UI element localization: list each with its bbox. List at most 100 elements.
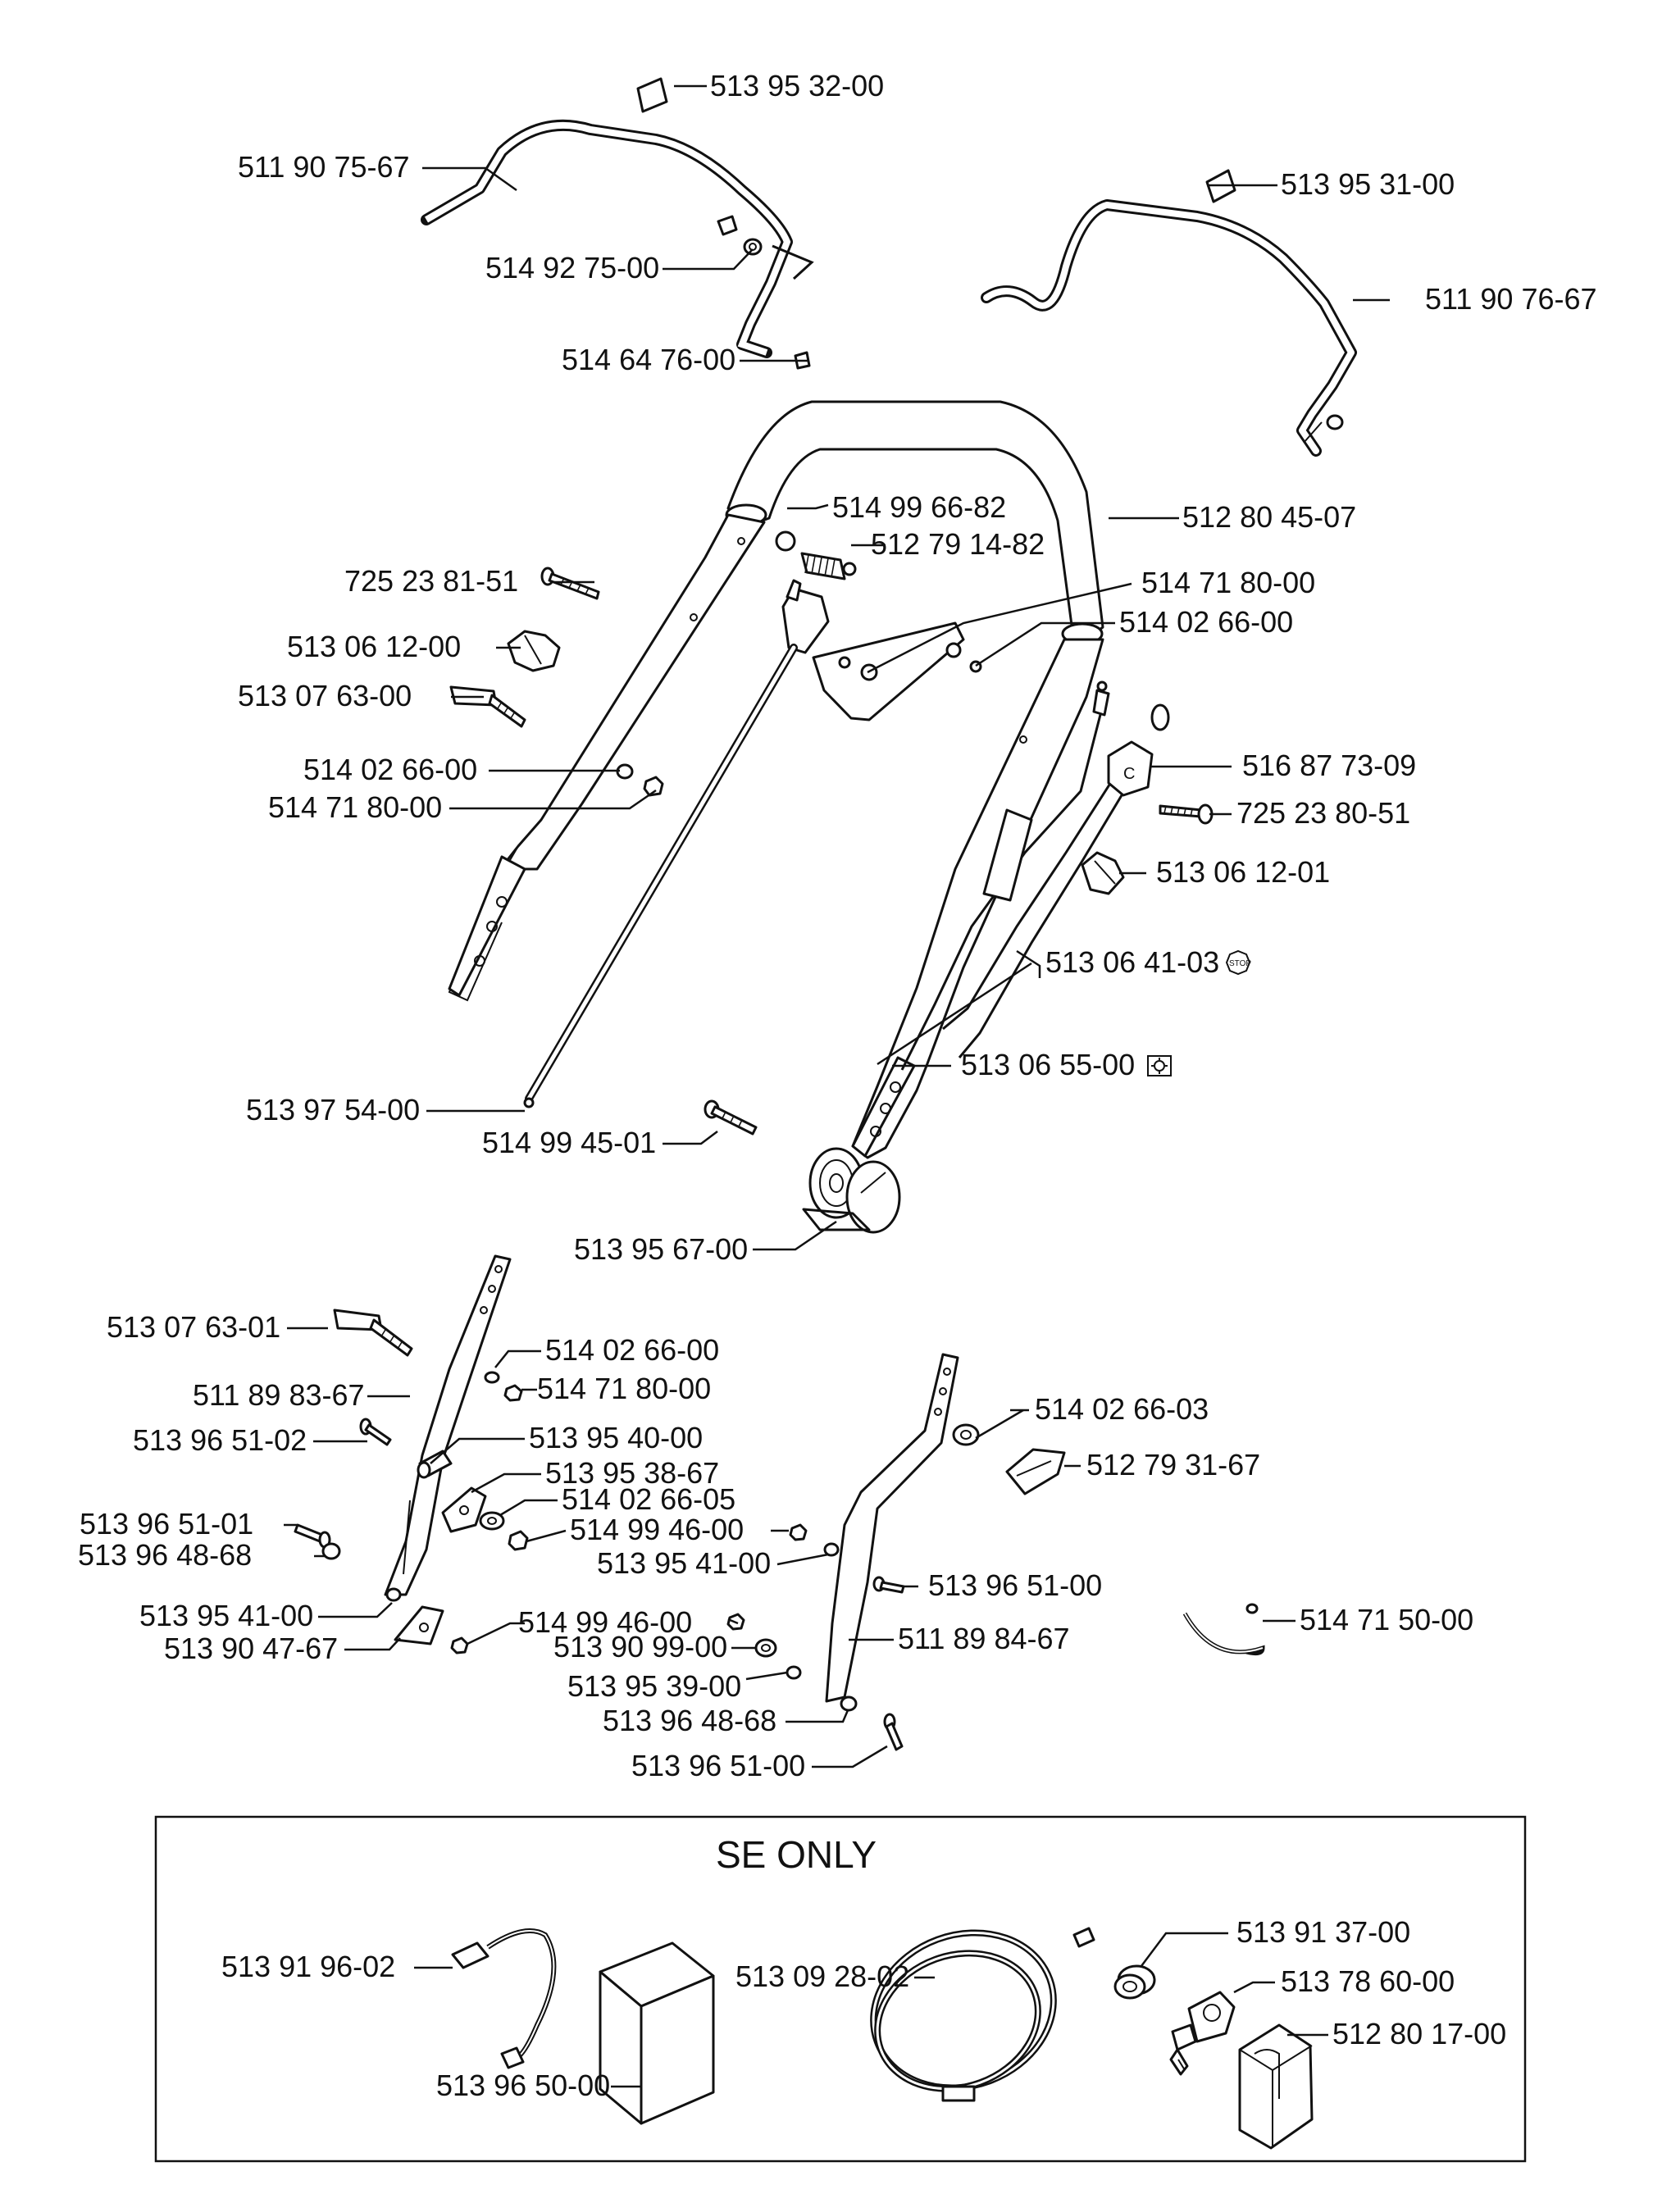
- label-725-23-81-51: 725 23 81-51: [344, 564, 518, 598]
- nut-514-99-46-00-lower: [450, 1636, 469, 1654]
- quick-release-bolt-lower: [333, 1309, 413, 1357]
- washer-514-02-66-05: [479, 1511, 505, 1531]
- spacer-513-95-39-00: [786, 1665, 802, 1680]
- nut-left-upper: [643, 776, 664, 797]
- small-nut-514-71-80-00: [503, 1384, 523, 1402]
- quick-release-bolt: [449, 685, 526, 728]
- washer-514-02-66-03: [952, 1423, 980, 1446]
- screw-725-23-81-51: [540, 567, 600, 600]
- label-514-92-75-00: 514 92 75-00: [485, 251, 659, 284]
- upper-handle-bar-left: [421, 119, 814, 358]
- cover-512-79-31-67: [1005, 1448, 1066, 1495]
- label-513-90-99-00: 513 90 99-00: [553, 1630, 727, 1664]
- label-513-07-63-01: 513 07 63-01: [107, 1310, 280, 1344]
- control-rod: [523, 644, 798, 1108]
- label-514-71-80-00-lower: 514 71 80-00: [537, 1372, 711, 1405]
- label-513-95-41-00-left: 513 95 41-00: [139, 1599, 313, 1632]
- battery: [599, 1941, 715, 2125]
- svg-text:STOP: STOP: [1229, 959, 1251, 968]
- label-512-80-45-07: 512 80 45-07: [1182, 500, 1356, 534]
- callout-labels: 513 95 32-00 511 90 75-67 514 92 75-00 5…: [78, 69, 1597, 2102]
- label-513-96-51-02: 513 96 51-02: [133, 1423, 307, 1457]
- label-513-96-50-00: 513 96 50-00: [436, 2069, 610, 2102]
- se-only-title: SE ONLY: [716, 1833, 877, 1876]
- label-512-79-31-67: 512 79 31-67: [1086, 1448, 1260, 1481]
- screw-513-96-51-02: [359, 1418, 392, 1446]
- label-512-79-14-82: 512 79 14-82: [871, 527, 1045, 561]
- bolt-514-99-45-01: [704, 1099, 758, 1136]
- nut-514-99-46-00-right: [789, 1523, 808, 1541]
- label-513-96-48-68-left: 513 96 48-68: [78, 1538, 252, 1572]
- label-513-95-31-00: 513 95 31-00: [1281, 167, 1455, 201]
- label-513-06-12-00: 513 06 12-00: [287, 630, 461, 663]
- label-513-06-55-00: 513 06 55-00: [961, 1048, 1135, 1081]
- cable-clip: C: [1107, 703, 1170, 797]
- label-514-99-66-82: 514 99 66-82: [832, 490, 1006, 524]
- label-513-95-39-00: 513 95 39-00: [567, 1669, 741, 1703]
- se-only-box: [154, 1815, 1527, 2163]
- pin-513-95-40-00: [417, 1450, 453, 1479]
- label-513-96-51-01: 513 96 51-01: [80, 1507, 253, 1541]
- label-513-78-60-00: 513 78 60-00: [1281, 1964, 1455, 1998]
- svg-text:C: C: [1123, 765, 1135, 783]
- label-513-07-63-00: 513 07 63-00: [238, 679, 412, 712]
- label-725-23-80-51: 725 23 80-51: [1236, 796, 1410, 830]
- control-bracket: [812, 621, 982, 721]
- label-513-95-67-00: 513 95 67-00: [574, 1232, 748, 1266]
- label-513-06-41-03: 513 06 41-03: [1045, 945, 1219, 979]
- label-514-99-46-00-lower: 514 99 46-00: [518, 1605, 692, 1639]
- nut-514-99-46-00-left: [508, 1530, 529, 1551]
- label-516-87-73-09: 516 87 73-09: [1242, 749, 1416, 782]
- spacer-513-95-41-00-left: [385, 1587, 402, 1602]
- cap-nut-left: [717, 215, 763, 256]
- label-512-80-17-00: 512 80 17-00: [1332, 2017, 1506, 2050]
- handle-knob-left: [507, 630, 561, 672]
- label-511-90-76-67: 511 90 76-67: [1425, 282, 1597, 316]
- label-513-95-32-00: 513 95 32-00: [710, 69, 884, 102]
- cable-tie-514-71-50-00: [1182, 1603, 1265, 1656]
- label-513-95-41-00-right: 513 95 41-00: [597, 1546, 771, 1580]
- label-513-90-47-67: 513 90 47-67: [164, 1632, 338, 1665]
- label-513-95-38-67: 513 95 38-67: [545, 1456, 719, 1490]
- wiring-harness: [451, 1928, 557, 2069]
- key-holder-512-80-17-00: [1238, 2023, 1314, 2150]
- height-adjust-dial: [802, 1147, 901, 1234]
- label-514-02-66-00-lower: 514 02 66-00: [545, 1333, 719, 1367]
- handle-grip-sleeve-left: [636, 77, 668, 113]
- label-514-64-76-00: 514 64 76-00: [562, 343, 735, 376]
- washer-513-90-99-00: [754, 1638, 777, 1658]
- ignition-switch-513-78-60-00: [1169, 1991, 1236, 2076]
- label-511-89-84-67: 511 89 84-67: [898, 1622, 1070, 1655]
- label-513-09-28-02: 513 09 28-02: [735, 1959, 909, 1993]
- handle-knob-right: [1081, 851, 1125, 895]
- pivot-spring: [800, 552, 857, 580]
- spacer-513-95-41-00-right: [823, 1542, 840, 1557]
- label-514-71-80-00-upper: 514 71 80-00: [1141, 566, 1315, 599]
- screw-513-96-51-00-upper: [872, 1576, 905, 1594]
- stop-cable: [942, 749, 1143, 1058]
- label-514-02-66-03: 514 02 66-03: [1035, 1392, 1209, 1426]
- grommet-513-91-37-00: [1113, 1964, 1156, 2000]
- lower-bracket-left: [384, 1254, 512, 1596]
- label-514-99-45-01: 514 99 45-01: [482, 1126, 656, 1159]
- brake-cable: [900, 680, 1110, 1071]
- screw-513-96-51-01: [294, 1523, 331, 1549]
- screw-725-23-80-51: [1159, 803, 1214, 825]
- label-513-95-40-00: 513 95 40-00: [529, 1421, 703, 1454]
- label-513-91-96-02: 513 91 96-02: [221, 1950, 395, 1983]
- label-514-02-66-05: 514 02 66-05: [562, 1482, 735, 1516]
- main-handle-frame: [448, 400, 1104, 1159]
- pivot-bushing: [775, 530, 796, 552]
- upper-handle-bar-right: [981, 199, 1357, 457]
- label-513-96-51-00-upper: 513 96 51-00: [928, 1568, 1102, 1602]
- label-514-71-50-00: 514 71 50-00: [1300, 1603, 1473, 1636]
- label-513-97-54-00: 513 97 54-00: [246, 1093, 420, 1126]
- lower-bracket-right: [825, 1353, 959, 1703]
- label-513-96-48-68-right: 513 96 48-68: [603, 1704, 776, 1737]
- stop-sign-icon: STOP: [1225, 949, 1251, 976]
- label-513-06-12-01: 513 06 12-01: [1156, 855, 1330, 889]
- small-washer-514-02-66-00: [484, 1371, 500, 1384]
- pivot-lever-block: [781, 579, 830, 654]
- cam-513-95-38-67: [441, 1486, 487, 1533]
